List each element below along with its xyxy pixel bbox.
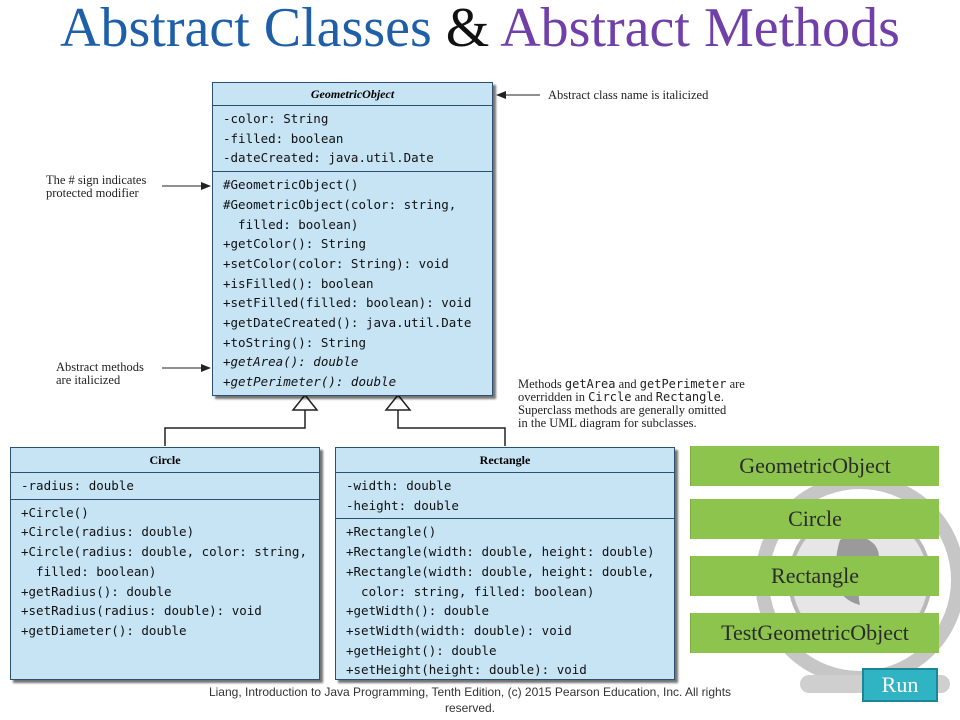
methods-section: #GeometricObject() #GeometricObject(colo… [213, 172, 492, 395]
methods-section: +Circle() +Circle(radius: double) +Circl… [11, 500, 319, 644]
method: +toString(): String [223, 334, 366, 350]
method: +isFilled(): boolean [223, 275, 374, 291]
note-line: in the UML diagram for subclasses. [518, 416, 697, 430]
slide-title: Abstract Classes & Abstract Methods [0, 0, 960, 56]
method: +setRadius(radius: double): void [21, 603, 262, 619]
abstract-method: +getPerimeter(): double [223, 374, 397, 390]
note-code: getArea [564, 377, 616, 391]
methods-section: +Rectangle() +Rectangle(width: double, h… [336, 519, 674, 683]
title-abstract-methods: Abstract Methods [500, 0, 900, 59]
attribute: -filled: boolean [223, 130, 344, 146]
note-line: protected modifier [46, 186, 139, 200]
title-abstract-classes: Abstract Classes [60, 0, 432, 59]
method: +getDiameter(): double [21, 622, 187, 638]
note-text: and [615, 377, 640, 391]
attribute: -radius: double [21, 478, 134, 493]
method: +setHeight(height: double): void [346, 662, 587, 678]
method: #GeometricObject() [223, 177, 359, 193]
method: +getDateCreated(): java.util.Date [223, 315, 472, 331]
note-text: overridden in [518, 390, 589, 404]
link-testgeometricobject[interactable]: TestGeometricObject [690, 613, 939, 653]
note-abstract-class-name: Abstract class name is italicized [548, 88, 709, 102]
method: +setColor(color: String): void [223, 255, 449, 271]
method: +setFilled(filled: boolean): void [223, 295, 472, 311]
method: +Circle(radius: double) [21, 524, 195, 540]
footer-copyright: Liang, Introduction to Java Programming,… [208, 685, 732, 715]
note-text: Methods [518, 377, 565, 391]
attribute: -width: double [346, 478, 452, 493]
inherit-triangle-circle [291, 393, 319, 411]
uml-class-circle: Circle -radius: double +Circle() +Circle… [10, 447, 320, 680]
attribute: -height: double [346, 497, 459, 513]
inherit-line-rectangle [397, 410, 506, 446]
class-name: GeometricObject [213, 83, 492, 106]
note-line: The # sign indicates [46, 173, 147, 187]
uml-class-geometricobject: GeometricObject -color: String -filled: … [212, 82, 493, 396]
class-name: Rectangle [336, 448, 674, 473]
note-line: overridden in Circle and Rectangle. [518, 391, 745, 404]
inherit-triangle-rectangle [384, 393, 412, 411]
uml-class-rectangle: Rectangle -width: double -height: double… [335, 447, 675, 680]
attributes-section: -color: String -filled: boolean -dateCre… [213, 106, 492, 173]
note-overridden-methods: Methods getArea and getPerimeter are ove… [518, 378, 745, 430]
note-code: Circle [588, 390, 632, 404]
run-button[interactable]: Run [862, 668, 938, 702]
method: +getHeight(): double [346, 642, 497, 658]
title-ampersand: & [431, 0, 501, 59]
class-name: Circle [11, 448, 319, 473]
note-protected-modifier: The # sign indicates protected modifier [46, 174, 146, 200]
attribute: -color: String [223, 111, 329, 126]
method: +setWidth(width: double): void [346, 622, 572, 638]
attribute: -dateCreated: java.util.Date [223, 150, 434, 166]
method: +Rectangle(width: double, height: double… [346, 544, 655, 560]
note-abstract-methods: Abstract methods are italicized [56, 361, 144, 387]
method: +Rectangle() [346, 524, 437, 540]
note-line: Superclass methods are generally omitted [518, 403, 727, 417]
link-circle[interactable]: Circle [690, 499, 939, 539]
inherit-line-circle [164, 410, 306, 446]
method: +Circle(radius: double, color: string, f… [21, 544, 307, 579]
abstract-method: +getArea(): double [223, 354, 359, 370]
note-line: Methods getArea and getPerimeter are [518, 378, 745, 391]
note-text: and [631, 390, 656, 404]
method: #GeometricObject(color: string, filled: … [223, 196, 457, 232]
note-code: getPerimeter [639, 377, 727, 391]
link-rectangle[interactable]: Rectangle [690, 556, 939, 596]
note-code: Rectangle [655, 390, 721, 404]
attributes-section: -width: double -height: double [336, 473, 674, 520]
note-line: Abstract methods [56, 360, 144, 374]
method: +Rectangle(width: double, height: double… [346, 563, 655, 599]
attributes-section: -radius: double [11, 473, 319, 500]
note-text: are [726, 377, 745, 391]
method: +getRadius(): double [21, 583, 172, 599]
note-line: are italicized [56, 373, 121, 387]
note-text: . [720, 390, 724, 404]
link-geometricobject[interactable]: GeometricObject [690, 446, 939, 486]
method: +getColor(): String [223, 236, 366, 252]
method: +getWidth(): double [346, 603, 489, 619]
method: +Circle() [21, 504, 89, 520]
